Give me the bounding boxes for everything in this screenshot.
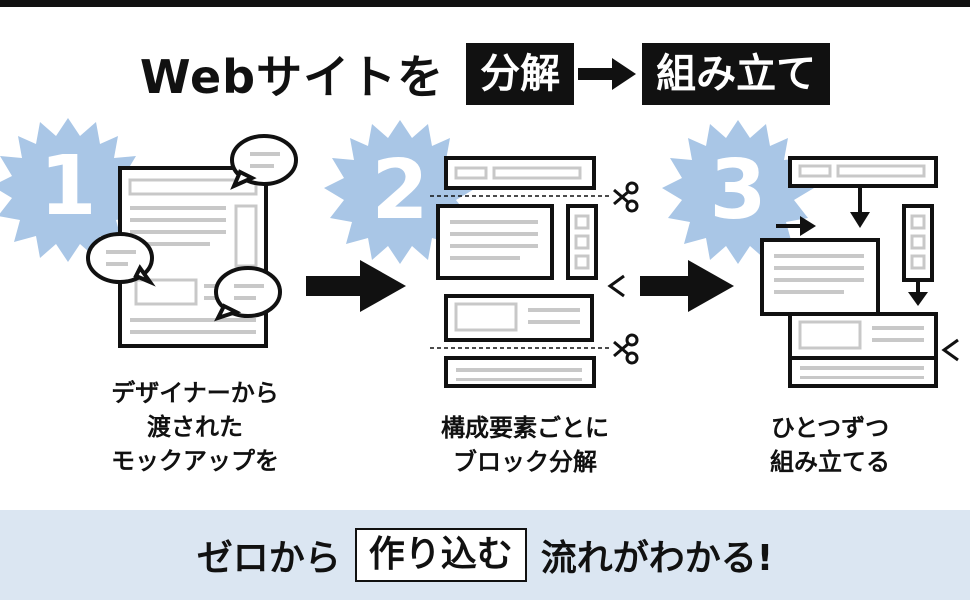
- cut-mark-icon: [607, 274, 625, 298]
- flow-arrow-icon: [640, 260, 734, 312]
- step-1-burst: [0, 118, 144, 262]
- top-border: [0, 0, 970, 7]
- caption-line: 組み立てる: [770, 448, 890, 476]
- page-title: Webサイトを 分解 組み立て: [0, 40, 970, 108]
- step-2-number: 2: [371, 143, 428, 238]
- scissors-icon: [613, 181, 639, 365]
- step-3-caption: ひとつずつ 組み立てる: [730, 411, 930, 479]
- step-3-blocks: [760, 156, 938, 388]
- title-box-right: 組み立て: [642, 43, 831, 105]
- cut-mark-icon: [941, 338, 959, 362]
- banner-framed-text: 作り込む: [354, 528, 527, 582]
- bottom-banner: ゼロから 作り込む 流れがわかる!: [0, 510, 970, 600]
- step-3-number: 3: [709, 143, 766, 238]
- caption-line: ひとつずつ: [770, 414, 890, 442]
- caption-line: 構成要素ごとに: [441, 414, 609, 442]
- step-1-caption: デザイナーから 渡された モックアップを: [80, 376, 310, 478]
- assemble-arrow-icon: [776, 186, 928, 306]
- title-box-left: 分解: [466, 43, 575, 105]
- caption-line: ブロック分解: [453, 448, 597, 476]
- caption-line: モックアップを: [111, 447, 279, 475]
- step-2-blocks: [436, 156, 598, 388]
- banner-text-after: 流れがわかる!: [540, 538, 774, 579]
- title-lead: Webサイトを: [139, 50, 445, 104]
- title-arrow-icon: [578, 58, 637, 90]
- banner-text-before: ゼロから: [196, 538, 341, 579]
- caption-line: 渡された: [147, 413, 243, 441]
- flow-arrow-icon: [306, 260, 406, 312]
- step-2-caption: 構成要素ごとに ブロック分解: [400, 411, 650, 479]
- caption-line: デザイナーから: [111, 379, 279, 407]
- step-1-number: 1: [39, 139, 96, 234]
- speech-bubble-icon: [86, 134, 298, 322]
